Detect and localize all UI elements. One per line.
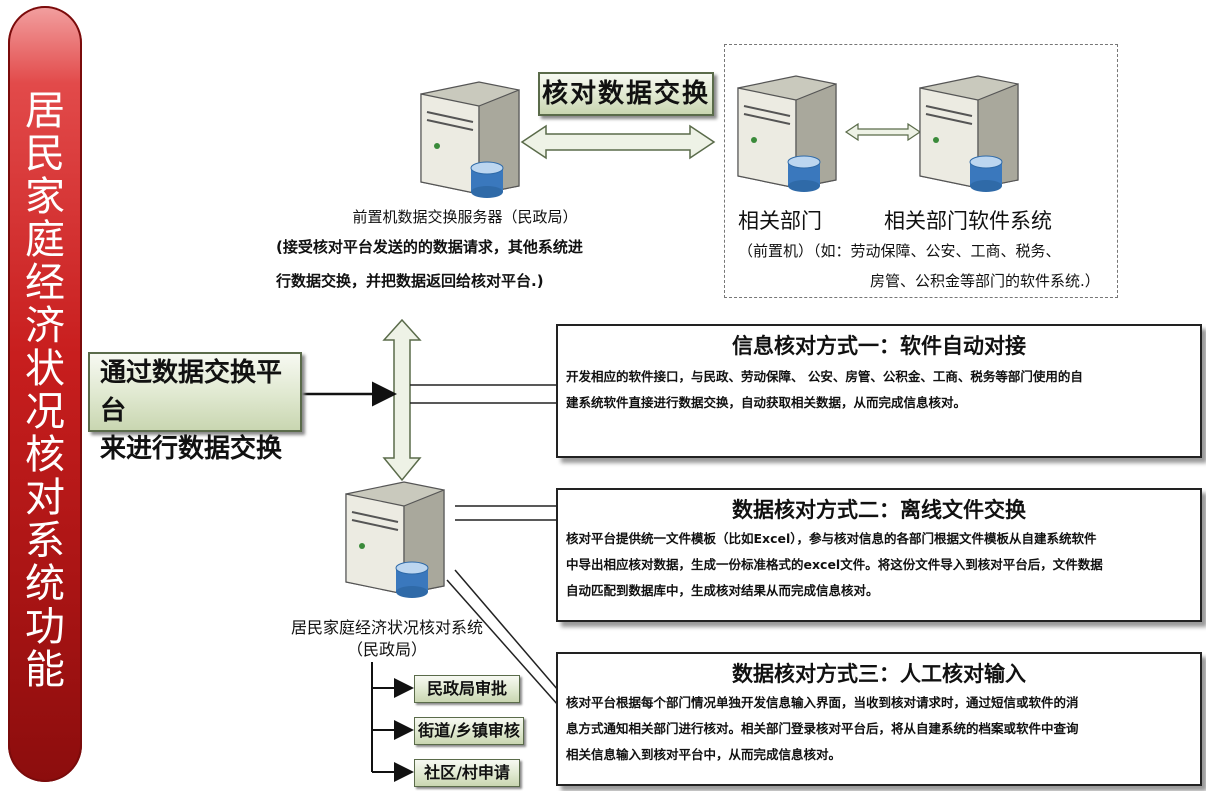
left-title-text: 居民家庭经济状况核对系统功能 xyxy=(25,88,65,693)
method-1-line-2: 建系统软件直接进行数据交换，自动获取相关数据，从而完成信息核对。 xyxy=(566,395,967,410)
method-box-1: 信息核对方式一：软件自动对接 开发相应的软件接口，与民政、劳动保障、 公安、房管… xyxy=(556,324,1202,458)
platform-label-line2: 来进行数据交换 xyxy=(100,434,283,464)
method-2-line-3: 自动匹配到数据库中，生成核对结果从而完成信息核对。 xyxy=(566,583,879,598)
method-3-line-1: 核对平台根据每个部门情况单独开发信息输入界面，当收到核对请求时，通过短信或软件的… xyxy=(566,695,1079,710)
method-3-line-3: 相关信息输入到核对平台中，从而完成信息核对。 xyxy=(566,747,842,762)
core-system-title: 居民家庭经济状况核对系统 xyxy=(290,618,483,637)
dept-software-label: 相关部门软件系统 xyxy=(884,209,1052,233)
vertical-double-arrow xyxy=(382,318,422,482)
platform-label-line1: 通过数据交换平台 xyxy=(100,358,283,426)
core-system-subtitle: （民政局） xyxy=(346,640,427,659)
method-1-title: 信息核对方式一：软件自动对接 xyxy=(732,334,1026,358)
dept-label: 相关部门 xyxy=(738,209,822,233)
dept-desc-2: 房管、公积金等部门的软件系统.） xyxy=(870,272,1100,290)
method-2-line-2: 中导出相应核对数据，生成一份标准格式的excel文件。将这份文件导入到核对平台后… xyxy=(566,557,1103,572)
front-server-title: 前置机数据交换服务器（民政局） xyxy=(352,208,578,226)
method-2-line-1: 核对平台提供统一文件模板（比如Excel），参与核对信息的各部门根据文件模板从自… xyxy=(566,531,1097,546)
method-3-line-2: 息方式通知相关部门进行核对。相关部门登录核对平台后，将从自建系统的档案或软件中查… xyxy=(566,721,1079,736)
platform-label: 通过数据交换平台 来进行数据交换 xyxy=(88,352,302,464)
dept-group-box xyxy=(724,44,1118,298)
flow-street-town-review: 街道/乡镇审核 xyxy=(414,717,524,745)
front-server-desc-1: (接受核对平台发送的的数据请求，其他系统进 xyxy=(276,238,583,256)
method-box-2: 数据核对方式二：离线文件交换 核对平台提供统一文件模板（比如Excel），参与核… xyxy=(556,488,1202,622)
method-box-3: 数据核对方式三：人工核对输入 核对平台根据每个部门情况单独开发信息输入界面，当收… xyxy=(556,652,1202,786)
dept-software-server-icon xyxy=(919,75,1019,192)
top-double-arrow xyxy=(520,124,716,160)
method-1-line-1: 开发相应的软件接口，与民政、劳动保障、 公安、房管、公积金、工商、税务等部门使用… xyxy=(566,369,1083,384)
flow-community-village-application: 社区/村申请 xyxy=(414,759,520,787)
core-system-server-icon xyxy=(345,481,445,598)
front-server-desc-2: 行数据交换，并把数据返回给核对平台.) xyxy=(276,272,544,290)
method-3-title: 数据核对方式三：人工核对输入 xyxy=(732,662,1026,686)
dept-frontend-server-icon xyxy=(737,75,837,192)
dept-desc-1: （前置机）（如：劳动保障、公安、工商、税务、 xyxy=(738,242,1061,260)
exchange-label: 核对数据交换 xyxy=(538,72,714,116)
left-title-banner xyxy=(8,6,82,782)
method-2-title: 数据核对方式二：离线文件交换 xyxy=(732,498,1026,522)
front-server-icon xyxy=(420,81,520,198)
flow-civil-affairs-approval: 民政局审批 xyxy=(414,675,520,703)
